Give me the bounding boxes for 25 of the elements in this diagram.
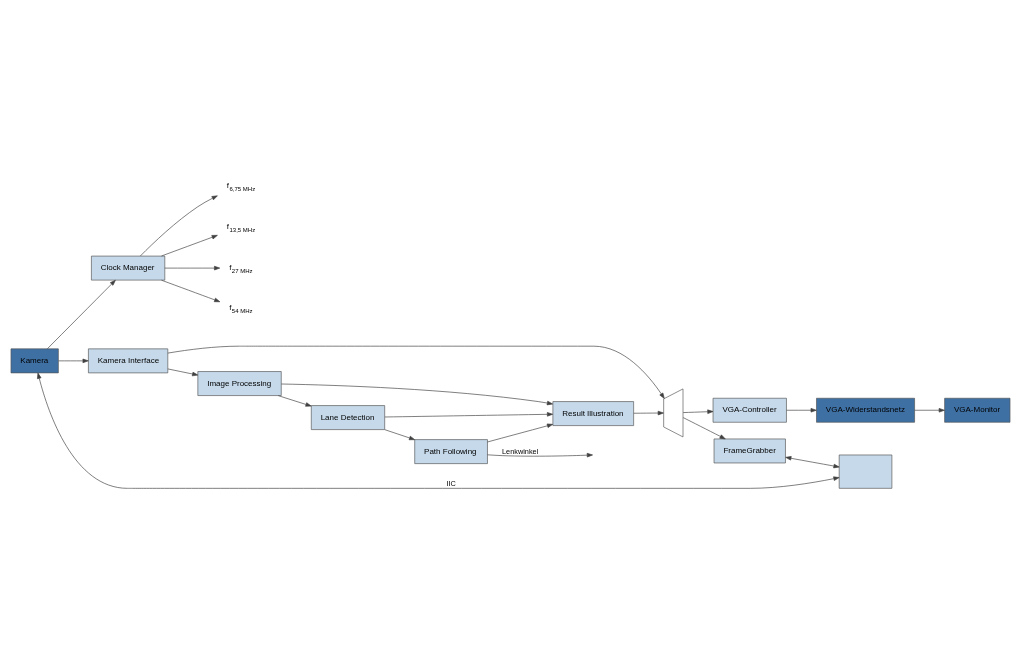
node-box (838, 454, 893, 489)
arrow (633, 410, 664, 415)
arrow (785, 455, 840, 468)
arrow (161, 234, 218, 256)
arrow (167, 368, 199, 376)
arrow (37, 372, 840, 489)
arrow (161, 279, 221, 302)
arrow (277, 394, 312, 407)
node-trapezoid (663, 388, 684, 437)
arrow (786, 407, 817, 412)
arrow (281, 383, 553, 405)
arrow (682, 416, 726, 439)
arrow (140, 194, 218, 256)
edge-label: IIC (446, 478, 456, 488)
arrow (487, 423, 553, 442)
arrow (384, 411, 553, 417)
arrow (682, 409, 714, 414)
arrow (58, 358, 89, 363)
arrow (914, 407, 945, 412)
arrow (487, 452, 593, 457)
arrow (167, 345, 665, 399)
arrow (384, 428, 416, 440)
edge-label: Lenkwinkel (502, 445, 539, 455)
arrow (164, 265, 221, 270)
arrow (47, 279, 116, 349)
